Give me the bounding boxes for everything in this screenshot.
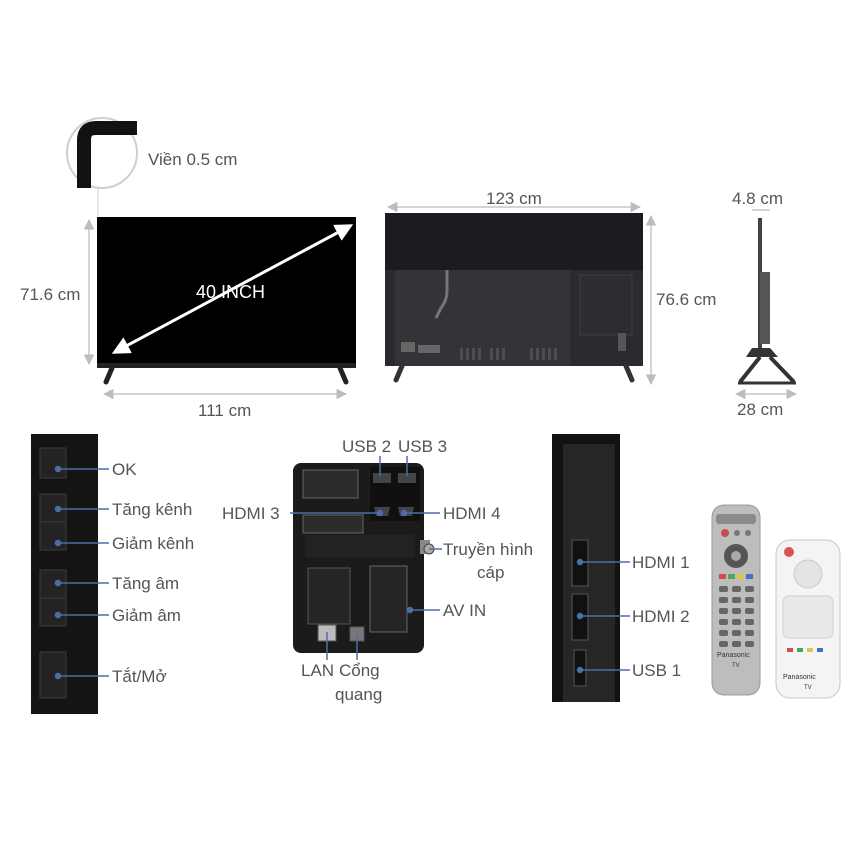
tv-back	[385, 213, 643, 383]
button-pointers	[54, 465, 109, 680]
av-in-label: AV IN	[443, 601, 487, 620]
channel-up-label: Tăng kênh	[112, 500, 193, 519]
usb3-label: USB 3	[398, 437, 448, 456]
hdmi1-label: HDMI 1	[632, 553, 690, 572]
cable-tv-label: Truyền hình	[443, 540, 534, 559]
volume-up-label: Tăng âm	[112, 574, 180, 593]
volume-down-label: Giảm âm	[112, 606, 181, 625]
channel-down-label: Giảm kênh	[112, 534, 195, 553]
remote-brand-label: Panasonic	[717, 652, 750, 659]
ok-button-label: OK	[112, 460, 137, 479]
hdmi3-label: HDMI 3	[222, 504, 280, 523]
button-panel	[31, 434, 98, 714]
cable-tv-label-line2: cáp	[477, 563, 505, 582]
bezel-zoom-circle	[66, 117, 138, 216]
touch-remote-tv-label: TV	[804, 685, 812, 691]
tv-side	[738, 218, 796, 385]
touch-remote-brand-label: Panasonic	[783, 674, 816, 681]
rear-ports-panel	[293, 463, 435, 653]
front-width-label: 111 cm	[198, 401, 252, 420]
hdmi2-label: HDMI 2	[632, 607, 690, 626]
tv-front	[97, 217, 356, 385]
stand-depth-label: 28 cm	[737, 400, 784, 419]
power-label: Tắt/Mở	[112, 667, 167, 686]
side-ports-panel	[552, 434, 620, 702]
bezel-label: Viền 0.5 cm	[148, 150, 238, 169]
remote-standard	[711, 504, 761, 696]
optical-label: Cổng	[339, 661, 380, 680]
remote-tv-label: TV	[732, 663, 740, 669]
hdmi4-label: HDMI 4	[443, 504, 501, 523]
optical-label-line2: quang	[335, 685, 383, 704]
front-height-label: 71.6 cm	[20, 285, 81, 304]
back-height-label: 76.6 cm	[656, 290, 717, 309]
side-depth-label: 4.8 cm	[732, 189, 784, 208]
back-width-label: 123 cm	[486, 189, 542, 208]
rear-port-pointers	[290, 456, 442, 660]
usb2-label: USB 2	[342, 437, 392, 456]
remote-touchpad	[775, 539, 841, 699]
side-port-pointers	[576, 558, 630, 674]
usb1-label: USB 1	[632, 661, 682, 680]
screen-size-label: 40 INCH	[196, 282, 266, 302]
lan-label: LAN	[301, 661, 335, 680]
